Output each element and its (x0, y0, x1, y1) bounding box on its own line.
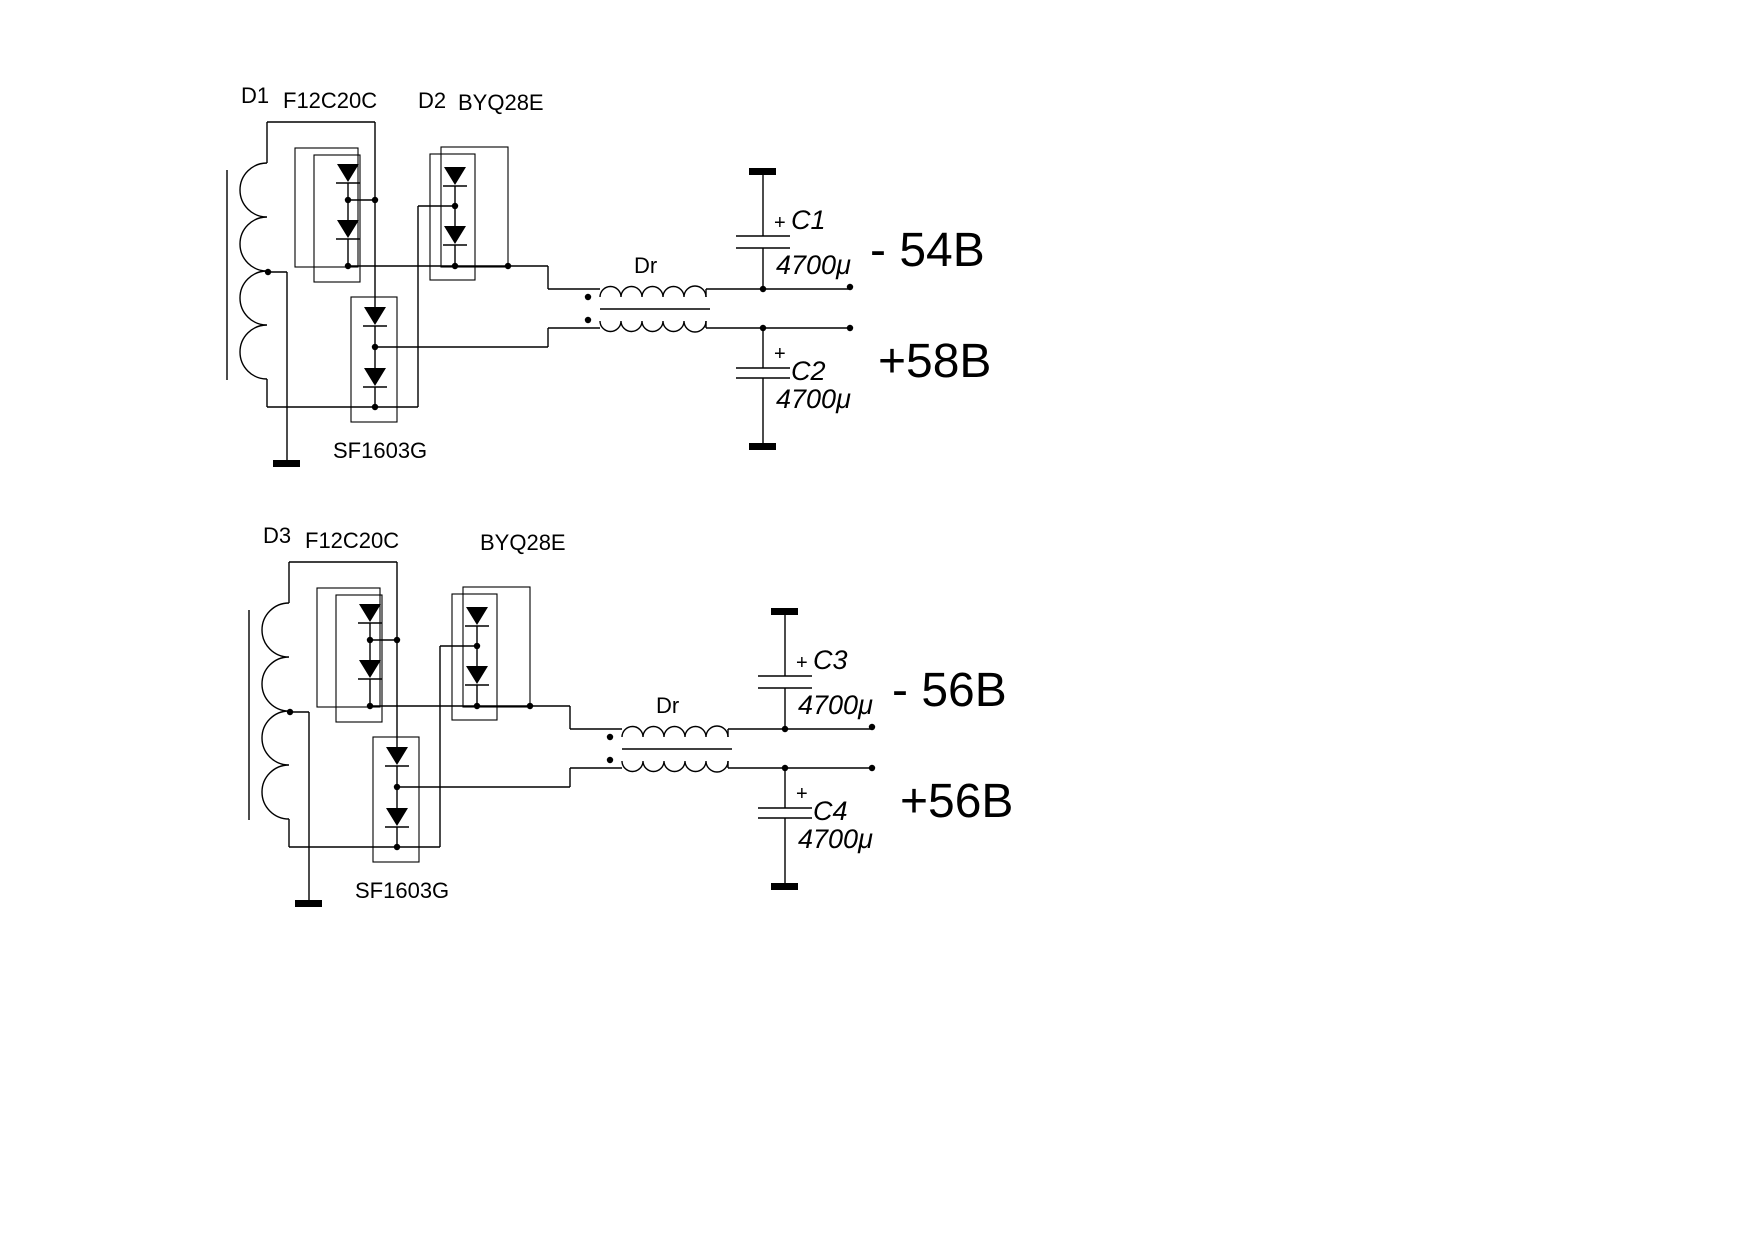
junction-dot (606, 756, 614, 764)
diode-package-outline (335, 594, 383, 723)
capacitor-value: 4700μ (776, 384, 851, 414)
diode-package-outline (429, 153, 476, 281)
output-voltage-negative: - 56B (892, 664, 1007, 717)
diode-symbol (386, 747, 408, 765)
junction-dot (504, 262, 512, 270)
choke-winding-bottom (621, 760, 729, 773)
capacitor-plus-sign: + (796, 652, 808, 674)
diode-package-outline (294, 147, 359, 268)
choke-winding-top (599, 285, 707, 298)
capacitor-label: C4 (813, 796, 848, 826)
diode-symbol (466, 607, 488, 625)
junction-dot (846, 283, 854, 291)
diode-package-outline (451, 593, 498, 721)
diode-package-outline (350, 296, 398, 423)
capacitor-value: 4700μ (798, 824, 873, 854)
capacitor-plus-sign: + (796, 783, 808, 805)
ground-symbol (273, 460, 300, 467)
diode-symbol (337, 220, 359, 238)
diode-package-outline (462, 586, 531, 708)
diode-ref-label: D3 (263, 523, 291, 548)
diode-symbol (337, 164, 359, 182)
capacitor-label: C3 (813, 645, 848, 675)
capacitor-plus-sign: + (774, 343, 786, 365)
junction-dot (526, 702, 534, 710)
diode-part-label: BYQ28E (458, 90, 544, 115)
diode-package-outline (313, 154, 361, 283)
output-voltage-positive: +56B (900, 775, 1013, 828)
diode-package-outline (440, 146, 509, 268)
diode-symbol (359, 660, 381, 678)
capacitor-value: 4700μ (798, 690, 873, 720)
junction-dot (846, 324, 854, 332)
diode-part-label: F12C20C (305, 528, 399, 553)
choke-winding-bottom (599, 320, 707, 333)
junction-dot (606, 733, 614, 741)
capacitor-value: 4700μ (776, 250, 851, 280)
capacitor-label: C1 (791, 205, 826, 235)
diode-ref-label: D2 (418, 88, 446, 113)
junction-dot (584, 293, 592, 301)
output-voltage-negative: - 54B (870, 224, 985, 277)
diode-package-outline (372, 736, 420, 863)
transformer-winding (261, 602, 290, 820)
diode-part-label: SF1603G (355, 878, 449, 903)
transformer-winding (239, 162, 268, 380)
junction-dot (393, 843, 401, 851)
diode-symbol (386, 808, 408, 826)
diode-part-label: F12C20C (283, 88, 377, 113)
supply-rail-symbol (771, 608, 798, 615)
diode-package-outline (316, 587, 381, 708)
junction-dot (868, 764, 876, 772)
diode-symbol (364, 368, 386, 386)
supply-rail-symbol (749, 443, 776, 450)
diode-part-label: BYQ28E (480, 530, 566, 555)
diode-symbol (444, 167, 466, 185)
output-voltage-positive: +58B (878, 335, 991, 388)
diode-symbol (364, 307, 386, 325)
diode-symbol (466, 666, 488, 684)
diode-ref-label: D1 (241, 83, 269, 108)
junction-dot (584, 316, 592, 324)
choke-label: Dr (634, 253, 657, 278)
supply-rail-symbol (749, 168, 776, 175)
capacitor-plus-sign: + (774, 212, 786, 234)
capacitor-label: C2 (791, 356, 826, 386)
diode-symbol (444, 226, 466, 244)
ground-symbol (295, 900, 322, 907)
junction-dot (868, 723, 876, 731)
choke-winding-top (621, 725, 729, 738)
diode-symbol (359, 604, 381, 622)
supply-rail-symbol (771, 883, 798, 890)
choke-label: Dr (656, 693, 679, 718)
diode-part-label: SF1603G (333, 438, 427, 463)
junction-dot (371, 403, 379, 411)
